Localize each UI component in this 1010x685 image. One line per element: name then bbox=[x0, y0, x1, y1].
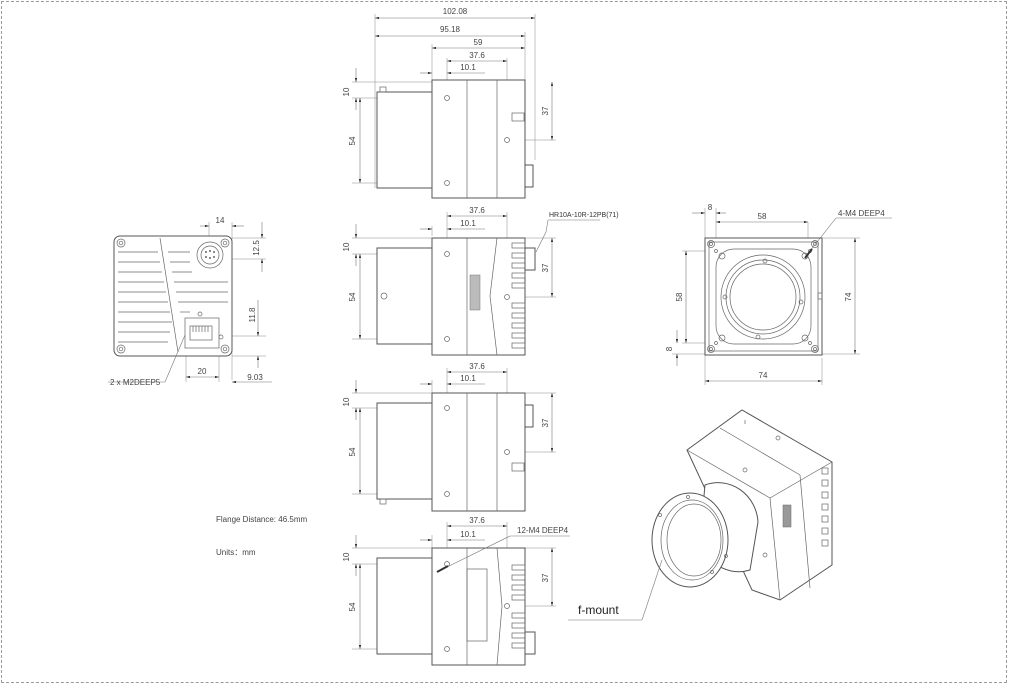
dim-label: 37.6 bbox=[469, 51, 485, 60]
lens-mount bbox=[376, 557, 433, 655]
dim-label: 10 bbox=[342, 552, 351, 561]
dim-label: 58 bbox=[675, 292, 684, 301]
f-mount-flange bbox=[651, 492, 729, 588]
dim-hole-offset: 10.1 bbox=[420, 530, 485, 548]
heatsink-fins bbox=[821, 467, 829, 547]
dim-top-offset: 10 bbox=[342, 380, 432, 420]
lens-mount bbox=[376, 91, 433, 189]
iso-view: f-mount bbox=[568, 409, 833, 621]
dim-label: 37.6 bbox=[469, 206, 485, 215]
dim-label: 14 bbox=[216, 216, 225, 225]
logo-mark bbox=[469, 274, 481, 311]
dim-label: 10 bbox=[342, 87, 351, 96]
lens-opening bbox=[729, 263, 797, 331]
dim-label: 54 bbox=[348, 292, 357, 301]
top-view: 102.08 95.18 59 37.6 10.1 10 bbox=[342, 7, 556, 199]
dim-label: 12.5 bbox=[252, 240, 261, 256]
connector bbox=[524, 164, 534, 188]
dim-label: 37 bbox=[541, 573, 550, 582]
dim-label: 54 bbox=[348, 602, 357, 611]
camera-body bbox=[431, 79, 526, 199]
connector bbox=[524, 631, 536, 655]
flange-distance-note: Flange Distance: 46.5mm bbox=[216, 515, 307, 524]
callout-front-holes: 4-M4 DEEP4 bbox=[804, 209, 892, 259]
lens-mount bbox=[376, 402, 433, 500]
rear-panel bbox=[113, 235, 233, 357]
dim-label: 10 bbox=[342, 242, 351, 251]
dim-hole-offset: 10.1 bbox=[420, 374, 485, 393]
dim-edge-offset-left: 8 bbox=[665, 330, 705, 366]
notes: Flange Distance: 46.5mm Units：mm bbox=[216, 515, 307, 557]
dim-rj45-offset: 9.03 bbox=[232, 373, 272, 384]
dim-label: 54 bbox=[348, 136, 357, 145]
side-view-left: 37.6 10.1 10 54 37 bbox=[342, 516, 570, 666]
connector bbox=[524, 247, 536, 271]
dim-label: 8 bbox=[665, 346, 674, 351]
dim-top-offset: 10 bbox=[342, 535, 432, 576]
units-note: Units：mm bbox=[216, 548, 256, 557]
camera-body bbox=[431, 547, 526, 666]
dim-label: 10.1 bbox=[460, 530, 476, 539]
dim-hole-offset: 10.1 bbox=[420, 219, 485, 236]
dim-length-no-connector: 95.18 bbox=[375, 25, 526, 80]
dim-label: 37 bbox=[541, 263, 550, 272]
callout-label: 2 x M2DEEP5 bbox=[110, 378, 161, 387]
callout-mount-holes: 12-M4 DEEP4 bbox=[436, 526, 570, 573]
dim-body-length: 59 bbox=[431, 38, 525, 80]
rj45-port bbox=[184, 311, 224, 349]
corner-screws bbox=[116, 238, 230, 354]
dim-label: 58 bbox=[758, 212, 767, 221]
dim-label: 95.18 bbox=[440, 25, 461, 34]
dim-label: 11.8 bbox=[248, 307, 257, 323]
dim-overall-length: 102.08 bbox=[374, 7, 536, 188]
dim-top-offset: 10 bbox=[342, 68, 432, 110]
callout-fmount: f-mount bbox=[568, 559, 663, 621]
dim-label: 74 bbox=[759, 371, 768, 380]
callout-label: HR10A-10R-12PB(71) bbox=[549, 212, 619, 219]
callout-label: 4-M4 DEEP4 bbox=[838, 209, 885, 218]
power-io-connector bbox=[196, 241, 224, 269]
dim-width: 74 bbox=[705, 358, 823, 385]
connector bbox=[524, 404, 534, 428]
camera-body bbox=[431, 392, 526, 512]
dim-label: 20 bbox=[198, 367, 207, 376]
dim-label: 10 bbox=[342, 397, 351, 406]
front-view: 8 58 58 8 74 74 bbox=[665, 203, 892, 385]
heatsink-fins bbox=[118, 237, 228, 353]
dim-label: 8 bbox=[708, 203, 713, 212]
camera-iso-body bbox=[686, 409, 833, 601]
callout-connector: HR10A-10R-12PB(71) bbox=[535, 212, 619, 253]
rear-view: 14 12.5 11.8 20 9.03 bbox=[108, 216, 272, 387]
dim-label: 102.08 bbox=[443, 7, 468, 16]
dim-label: 9.03 bbox=[247, 373, 263, 382]
dim-label: 10.1 bbox=[460, 374, 476, 383]
side-view-right: 37.6 10.1 10 54 37 bbox=[342, 206, 619, 356]
dim-label: 37.6 bbox=[469, 362, 485, 371]
f-mount-ring bbox=[720, 254, 806, 340]
dim-label: 74 bbox=[844, 292, 853, 301]
dim-label: 59 bbox=[474, 38, 483, 47]
logo-mark bbox=[782, 504, 792, 528]
bottom-view: 37.6 10.1 10 54 37 bbox=[342, 362, 556, 512]
front-plate bbox=[704, 237, 823, 356]
dim-connector-height: 12.5 bbox=[232, 222, 266, 272]
dim-top-offset: 10 bbox=[342, 224, 432, 266]
dim-label: 10.1 bbox=[460, 219, 476, 228]
dim-hole-offset: 10.1 bbox=[420, 63, 485, 75]
dim-label: 37 bbox=[541, 106, 550, 115]
dim-height: 74 bbox=[822, 237, 860, 355]
callout-label: 12-M4 DEEP4 bbox=[517, 526, 569, 535]
dim-label: 54 bbox=[348, 447, 357, 456]
dim-label: 37 bbox=[541, 418, 550, 427]
dim-label: 37.6 bbox=[469, 516, 485, 525]
callout-screws: 2 x M2DEEP5 bbox=[108, 334, 186, 387]
dim-label: 10.1 bbox=[460, 63, 476, 72]
lens-mount bbox=[376, 247, 433, 345]
callout-label: f-mount bbox=[578, 603, 619, 617]
label-plate bbox=[466, 568, 488, 642]
